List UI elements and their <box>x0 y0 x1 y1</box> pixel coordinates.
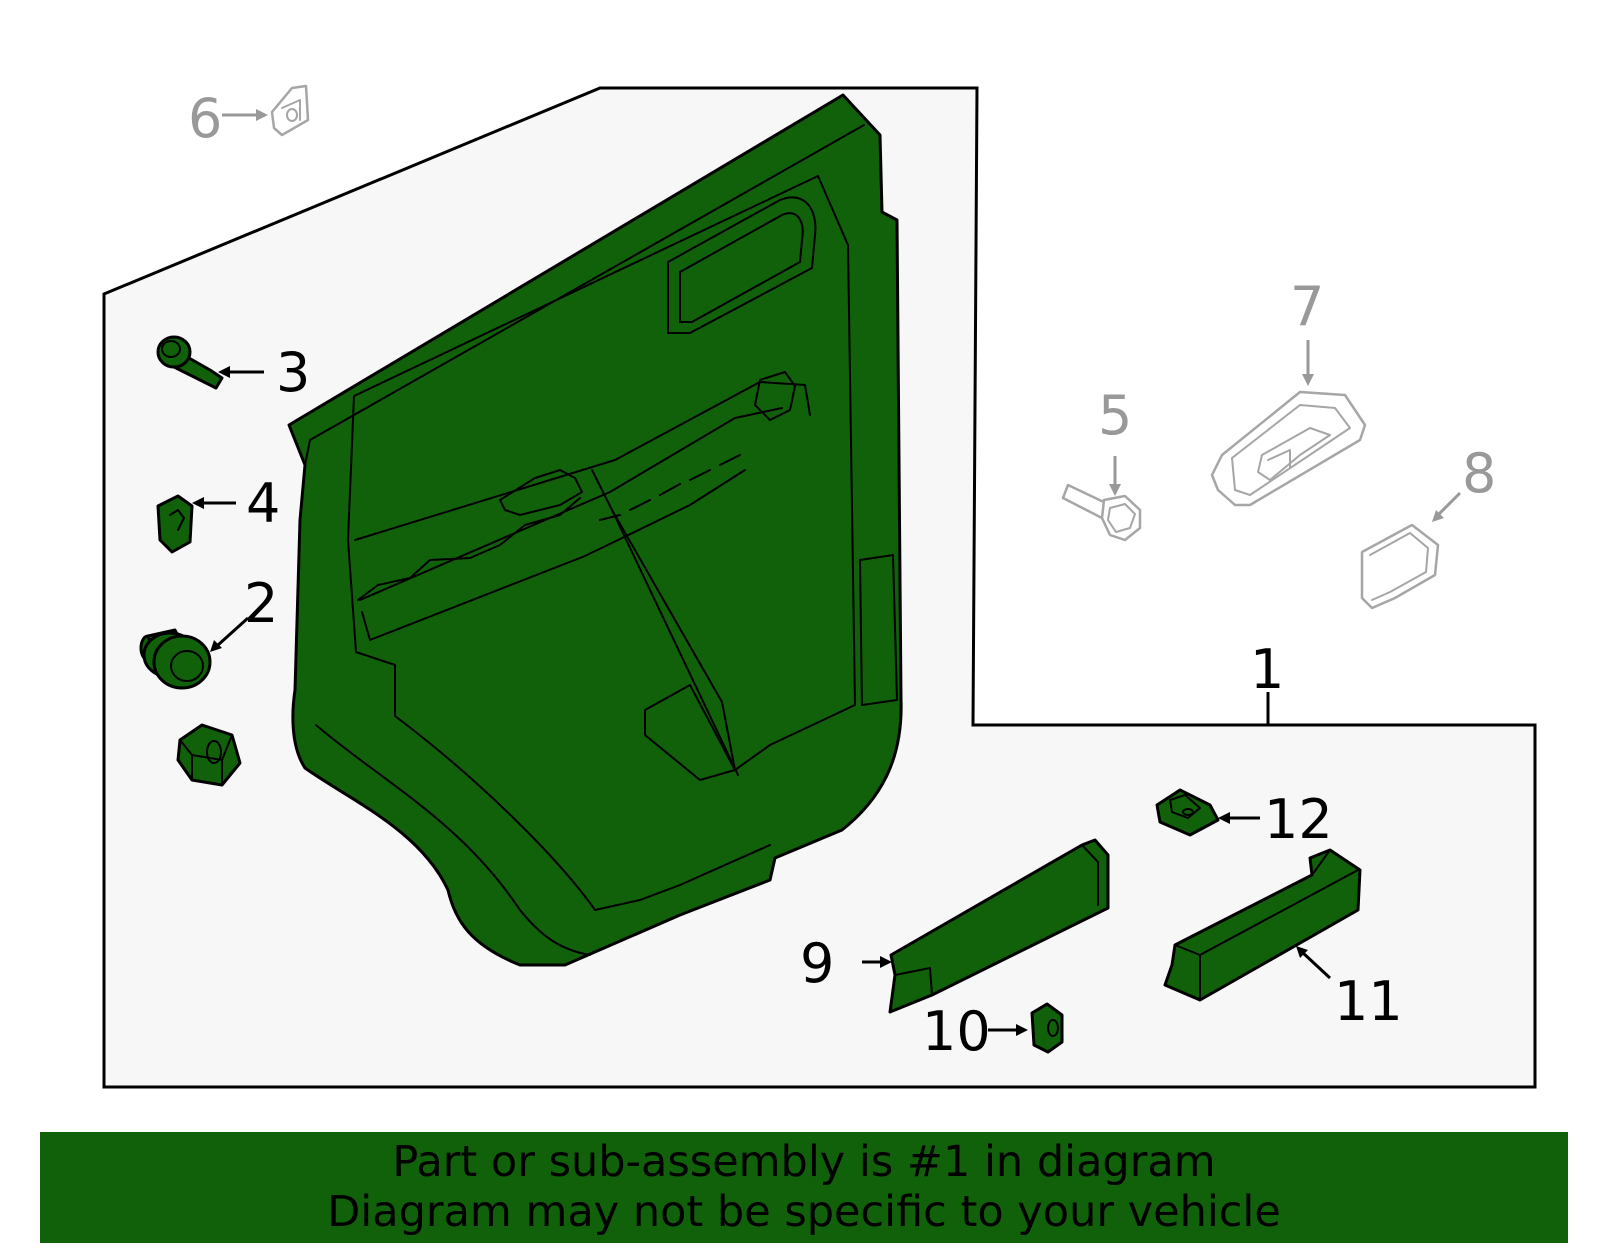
bolt[interactable] <box>1061 483 1142 542</box>
bracket[interactable] <box>270 84 310 137</box>
callout-3: 3 <box>276 341 310 404</box>
pull-cup[interactable] <box>1163 848 1362 1002</box>
banner-line-1: Part or sub-assembly is #1 in diagram <box>392 1137 1216 1187</box>
banner-line-2: Diagram may not be specific to your vehi… <box>327 1187 1281 1237</box>
hex-nut[interactable] <box>176 723 242 787</box>
callout-4: 4 <box>246 472 280 535</box>
small-clip[interactable] <box>1030 1002 1064 1054</box>
callout-8: 8 <box>1462 442 1496 505</box>
callout-11: 11 <box>1334 970 1403 1033</box>
push-retainer[interactable] <box>139 628 212 690</box>
callout-5: 5 <box>1098 384 1132 447</box>
screw[interactable] <box>156 335 224 390</box>
callout-7: 7 <box>1290 275 1324 338</box>
leader-lines <box>192 109 1462 1036</box>
callout-2: 2 <box>244 572 278 635</box>
disclaimer-banner: Part or sub-assembly is #1 in diagram Di… <box>40 1132 1568 1243</box>
trim-strip[interactable] <box>888 838 1110 1014</box>
callout-6: 6 <box>188 87 222 150</box>
door-trim-panel[interactable] <box>287 93 903 967</box>
clip[interactable] <box>156 494 194 554</box>
nut-clip[interactable] <box>1155 788 1220 837</box>
callout-1: 1 <box>1250 638 1284 701</box>
callout-12: 12 <box>1264 788 1333 851</box>
foam-pad[interactable] <box>1360 523 1440 610</box>
callout-9: 9 <box>800 932 834 995</box>
callout-10: 10 <box>922 1000 991 1063</box>
inside-handle[interactable] <box>1210 390 1367 507</box>
